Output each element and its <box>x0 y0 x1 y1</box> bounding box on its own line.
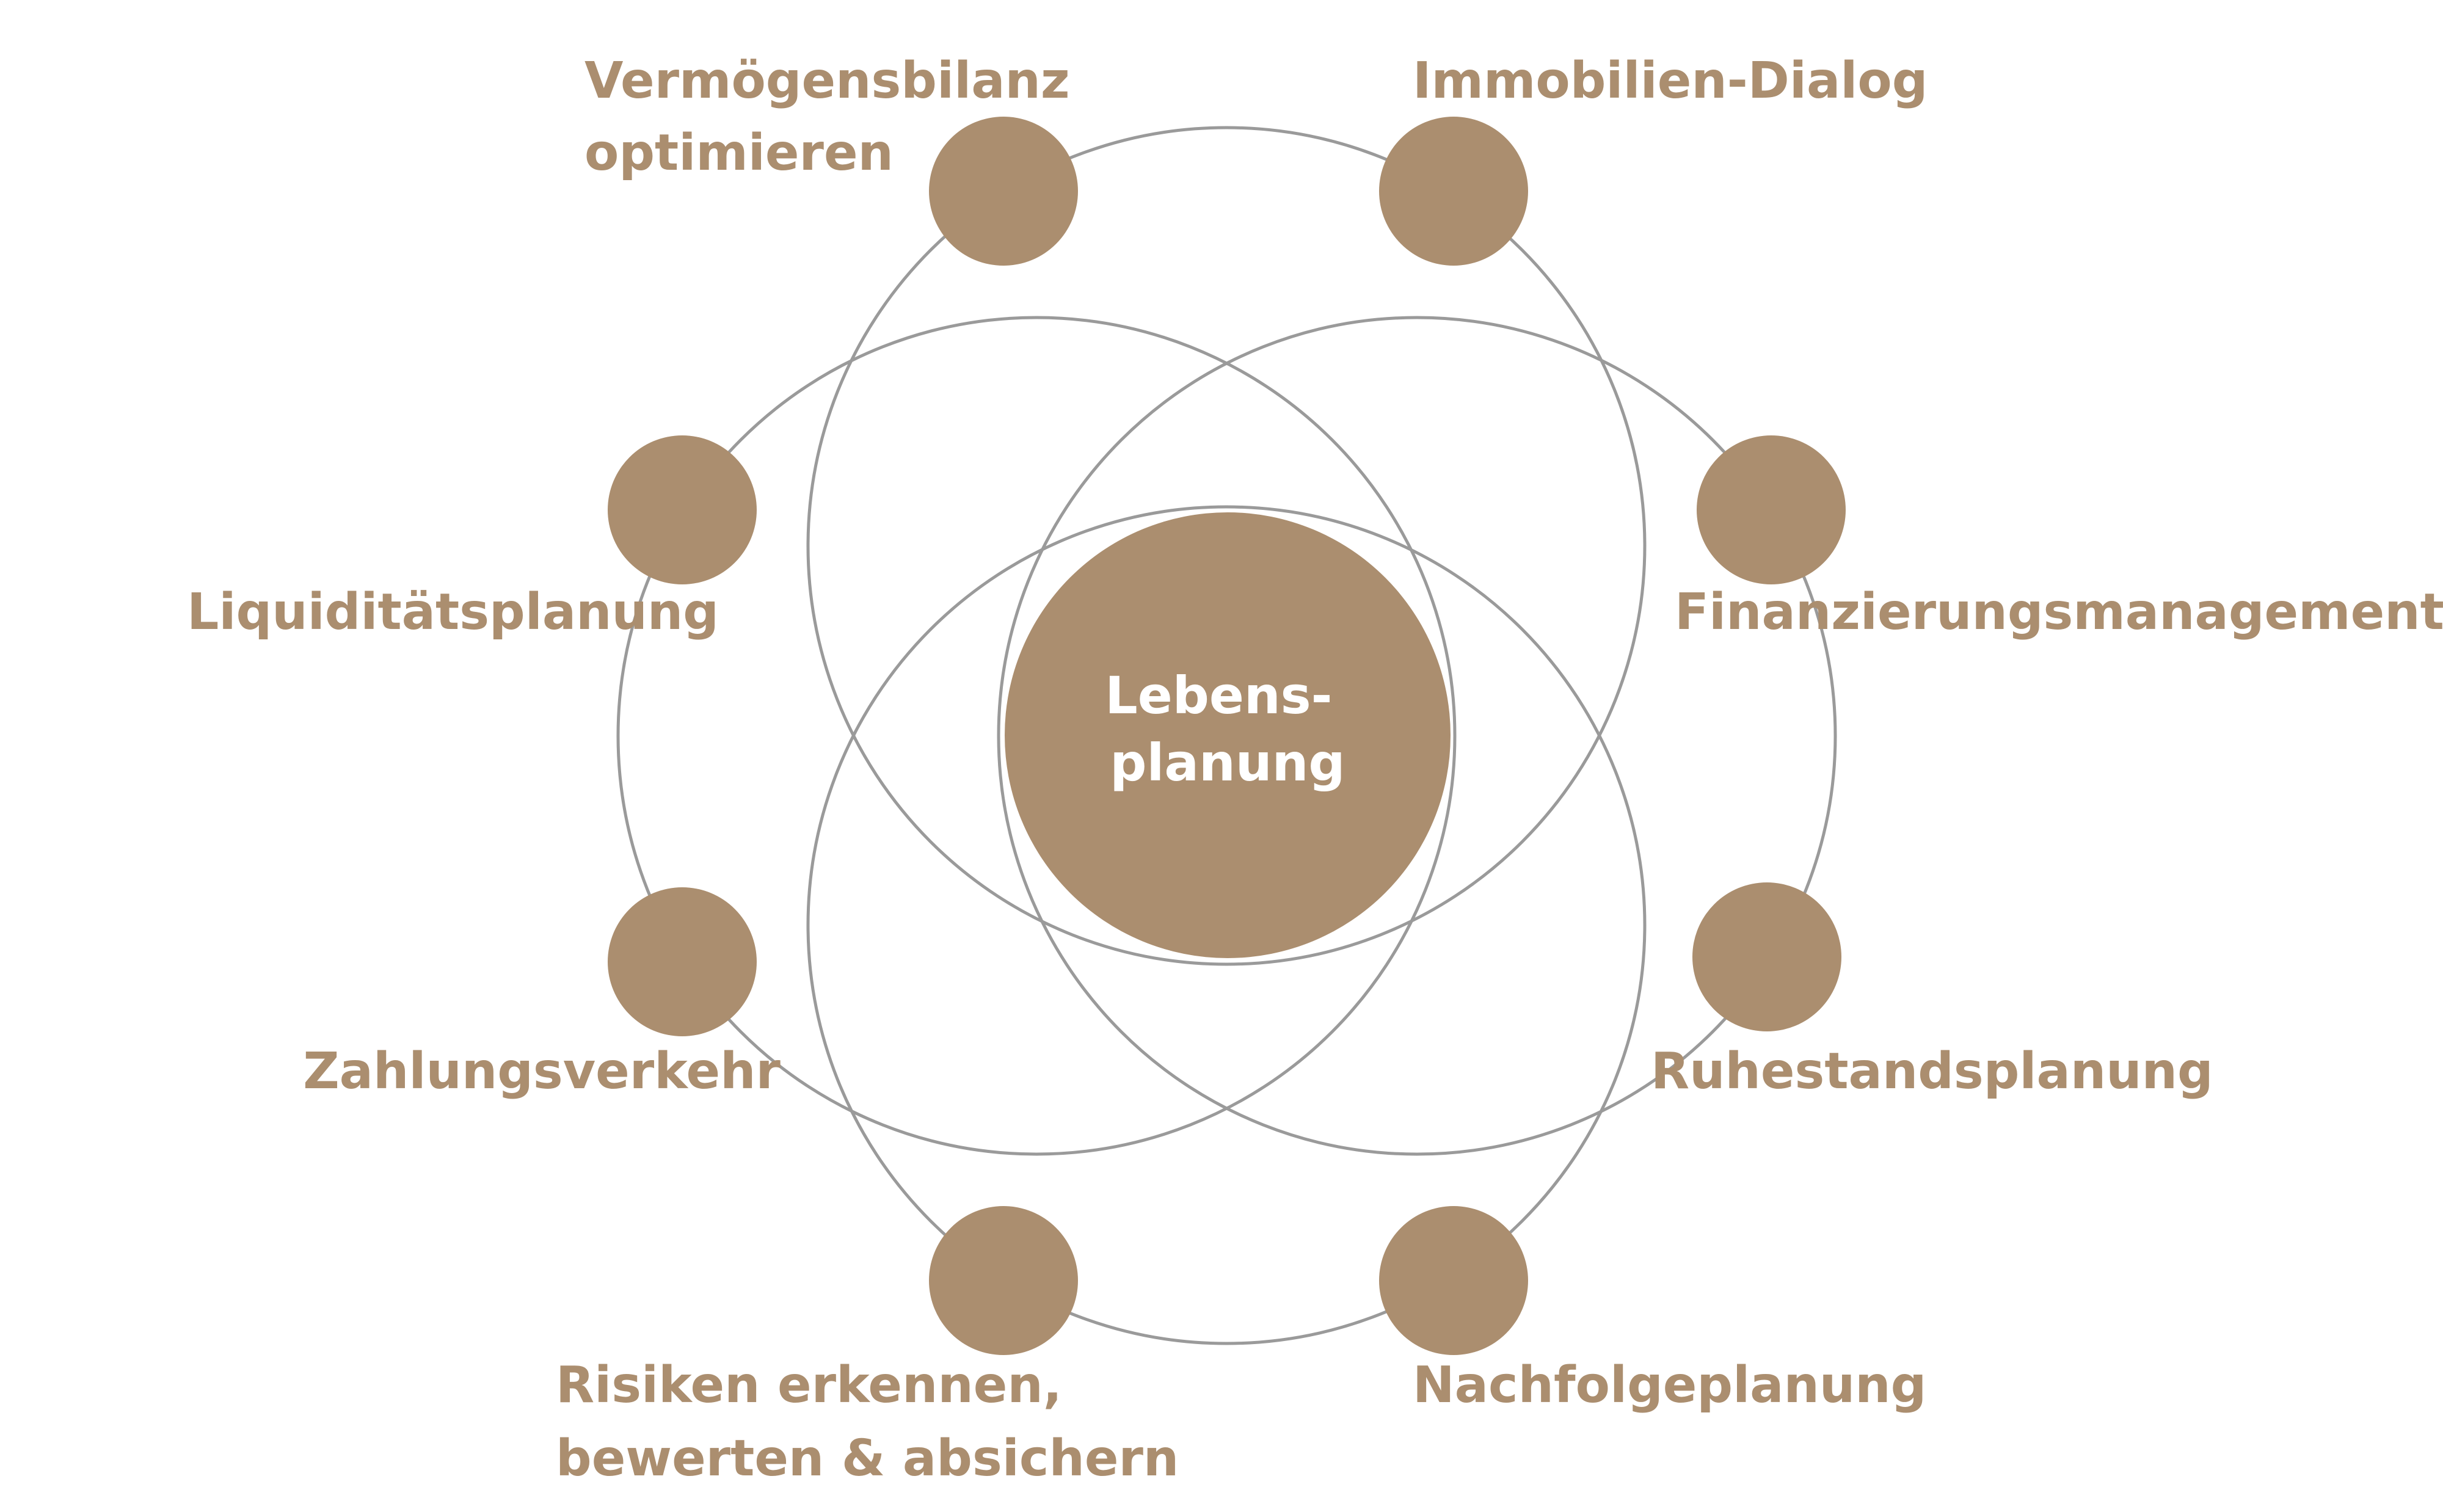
topic-nodes <box>608 117 1846 1355</box>
node-finanzierung <box>1697 435 1846 584</box>
node-liquiditaet <box>608 435 757 584</box>
label-ruhestand: Ruhestandsplanung <box>1651 1042 2213 1100</box>
center-node: Lebens- planung <box>1005 512 1451 958</box>
orbit-rings <box>616 126 1837 1345</box>
label-vermoegensbilanz: Vermögensbilanz optimieren <box>584 52 1087 182</box>
center-label-line-2: planung <box>1110 733 1345 793</box>
node-zahlungsverkehr <box>608 887 757 1036</box>
label-risiken-line-2: bewerten & absichern <box>556 1430 1179 1488</box>
center-label-line-1: Lebens- <box>1105 666 1332 725</box>
label-zahlungsverkehr-line-1: Zahlungsverkehr <box>303 1042 781 1100</box>
label-ruhestand-line-1: Ruhestandsplanung <box>1651 1042 2213 1100</box>
label-nachfolge-line-1: Nachfolgeplanung <box>1413 1356 1926 1414</box>
label-finanzierung: Finanzierungsmanagement <box>1675 583 2443 641</box>
label-immobilien: Immobilien-Dialog <box>1413 52 1928 110</box>
topic-labels: Vermögensbilanz optimieren Immobilien-Di… <box>187 52 2443 1488</box>
center-label: Lebens- planung <box>1105 666 1350 793</box>
label-liquiditaet-line-1: Liquiditätsplanung <box>187 583 719 641</box>
ring-left <box>616 316 1457 1156</box>
ring-bottom <box>806 505 1647 1345</box>
center-circle <box>1005 512 1451 958</box>
label-nachfolge: Nachfolgeplanung <box>1413 1356 1926 1414</box>
node-immobilien <box>1379 117 1528 266</box>
ring-top <box>806 126 1647 966</box>
label-vermoegensbilanz-line-1: Vermögensbilanz <box>584 52 1070 110</box>
label-liquiditaet: Liquiditätsplanung <box>187 583 719 641</box>
label-risiken-line-1: Risiken erkennen, <box>556 1356 1062 1414</box>
label-immobilien-line-1: Immobilien-Dialog <box>1413 52 1928 110</box>
node-vermoegensbilanz <box>929 117 1078 266</box>
label-zahlungsverkehr: Zahlungsverkehr <box>303 1042 781 1100</box>
node-ruhestand <box>1692 882 1841 1031</box>
ring-right <box>997 316 1837 1156</box>
label-risiken: Risiken erkennen, bewerten & absichern <box>556 1356 1179 1488</box>
node-nachfolge <box>1379 1206 1528 1355</box>
label-finanzierung-line-1: Finanzierungsmanagement <box>1675 583 2443 641</box>
node-risiken <box>929 1206 1078 1355</box>
label-vermoegensbilanz-line-2: optimieren <box>584 124 894 182</box>
